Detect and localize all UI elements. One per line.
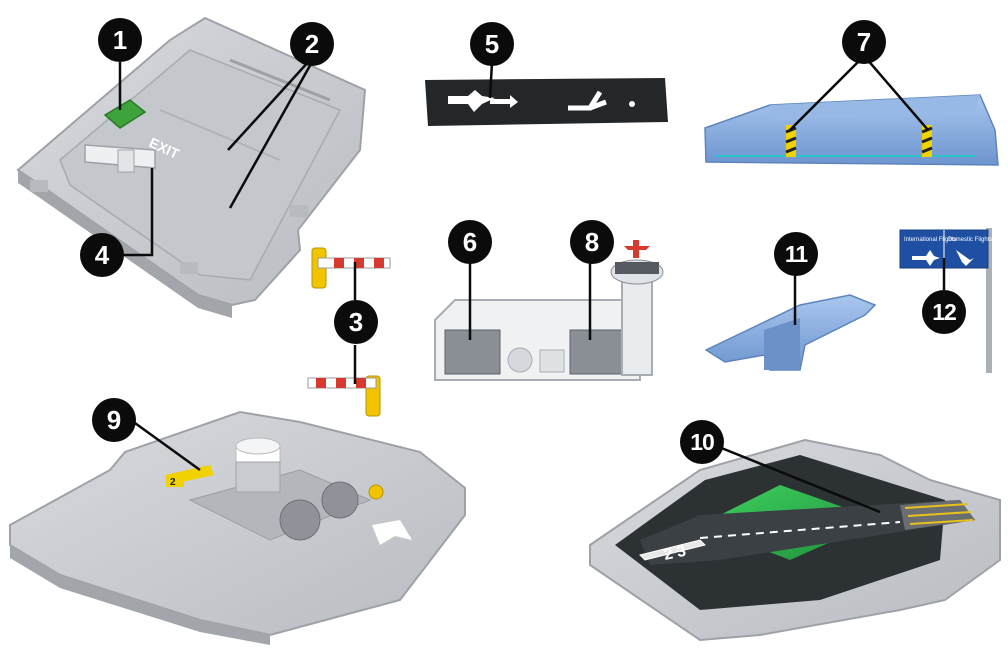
callout-5: 5 (470, 22, 514, 66)
runway-numbers: 2 3 (662, 543, 687, 564)
terminal-base-tile: EXIT (16, 16, 367, 318)
callout-8: 8 (570, 220, 614, 264)
apron-tile: 2 (9, 410, 466, 645)
callout-7: 7 (842, 20, 886, 64)
sign-right-text: Domestic Flights (948, 237, 992, 243)
callout-11: 11 (774, 232, 818, 276)
runway-tile: 2 3 (589, 438, 1001, 642)
apron-number: 2 (170, 477, 176, 488)
sign-left-text: International Flights (904, 237, 956, 243)
callout-6: 6 (448, 220, 492, 264)
direction-sign-strip (425, 78, 668, 126)
callout-1: 1 (98, 18, 142, 62)
callout-10: 10 (680, 420, 724, 464)
blue-walkway-part (704, 94, 999, 166)
callout-12: 12 (922, 290, 966, 334)
barrier-gates (307, 247, 391, 417)
callout-4: 4 (80, 233, 124, 277)
callout-2: 2 (290, 22, 334, 66)
callout-3: 3 (334, 300, 378, 344)
blue-bridge-part (704, 294, 877, 371)
leader-lines (118, 57, 946, 514)
callout-9: 9 (92, 398, 136, 442)
